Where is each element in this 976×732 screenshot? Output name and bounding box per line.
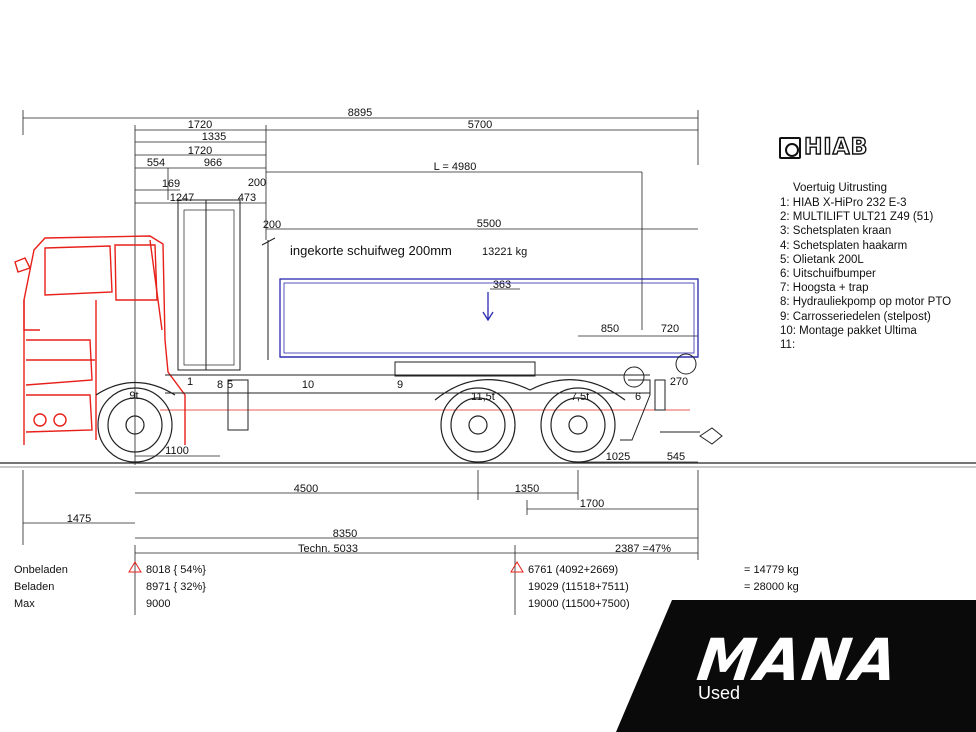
equipment-item: 2: MULTILIFT ULT21 Z49 (51) — [780, 211, 934, 224]
note-text: ingekorte schuifweg 200mm — [290, 243, 452, 258]
marker-5: 5 — [227, 379, 233, 391]
dealer-logo-background — [616, 600, 976, 732]
dim-200a: 200 — [248, 177, 266, 189]
weight-text: 13221 kg — [482, 246, 528, 258]
dim-363: 363 — [493, 279, 511, 291]
dim-techn: Techn. 5033 — [298, 543, 358, 555]
dim-rear-pct: 2387 =47% — [615, 543, 671, 555]
dim-overall: 8895 — [348, 107, 372, 119]
rear-load-max: 19000 (11500+7500) — [528, 598, 630, 610]
dim-720: 720 — [661, 323, 679, 335]
equipment-item: 10: Montage pakket Ultima — [780, 324, 917, 337]
dim-966: 966 — [204, 157, 222, 169]
total-onbeladen: = 14779 kg — [744, 564, 799, 576]
dim-1720b: 1720 — [188, 145, 212, 157]
container-body — [279, 278, 699, 358]
label-rear-axle-1: 11,5t — [471, 391, 495, 403]
load-label-beladen: Beladen — [14, 581, 55, 593]
hiab-logo: HIAB — [779, 134, 869, 161]
dim-8350: 8350 — [333, 528, 357, 540]
equipment-title: Voertuig Uitrusting — [793, 182, 887, 194]
equipment-item: 8: Hydrauliekpomp op motor PTO — [780, 296, 952, 309]
front-load-onbeladen: 8018 { 54%} — [146, 564, 206, 576]
dim-1335: 1335 — [202, 131, 226, 143]
rear-wheel-1 — [440, 387, 516, 463]
marker-8: 8 — [217, 379, 223, 391]
equipment-item: 7: Hoogsta + trap — [780, 282, 869, 295]
rear-load-onbeladen: 6761 (4092+2669) — [528, 564, 619, 576]
front-load-beladen: 8971 { 32%} — [146, 581, 206, 593]
dim-270: 270 — [670, 376, 688, 388]
dim-554: 554 — [147, 157, 165, 169]
dim-1700: 1700 — [580, 498, 604, 510]
hiab-wordmark: HIAB — [803, 134, 869, 160]
marker-9: 9 — [397, 379, 403, 391]
dim-850: 850 — [601, 323, 619, 335]
dim-200b: 200 — [263, 219, 281, 231]
dim-473: 473 — [238, 192, 256, 204]
front-load-max: 9000 — [146, 598, 171, 610]
load-label-max: Max — [14, 598, 35, 610]
hiab-mark-icon — [779, 136, 801, 159]
front-wheel — [97, 387, 173, 463]
label-rear-axle-2: 7,5t — [571, 391, 589, 403]
equipment-list: 1: HIAB X-HiPro 232 E-3 2: MULTILIFT ULT… — [780, 196, 951, 352]
equipment-item: 9: Carrosseriedelen (stelpost) — [780, 310, 931, 323]
dim-container: 5500 — [477, 218, 501, 230]
truck-cab — [14, 235, 186, 445]
chassis — [160, 199, 723, 445]
dim-1247: 1247 — [170, 192, 194, 204]
equipment-item: 3: Schetsplaten kraan — [780, 225, 892, 238]
rear-load-beladen: 19029 (11518+7511) — [528, 581, 629, 593]
equipment-item: 4: Schetsplaten haakarm — [780, 239, 908, 252]
equipment-item: 6: Uitschuifbumper — [780, 268, 876, 281]
marker-1: 1 — [187, 376, 193, 388]
dealer-subtitle: Used — [698, 683, 741, 703]
marker-6: 6 — [635, 391, 641, 403]
bottom-dimension-labels: 1100 1025 545 4500 1350 1700 1475 8350 T… — [67, 445, 685, 555]
equipment-item: 11: — [780, 339, 796, 352]
dim-front-crane: 1720 — [188, 119, 212, 131]
load-label-onbeladen: Onbeladen — [14, 564, 68, 576]
dim-L: L = 4980 — [434, 161, 477, 173]
total-beladen: = 28000 kg — [744, 581, 799, 593]
label-front-axle: 9t — [129, 390, 138, 402]
dim-1100: 1100 — [165, 445, 189, 457]
equipment-item: 5: Olietank 200L — [780, 253, 864, 266]
bottom-dimension-lines — [22, 455, 699, 615]
dim-545: 545 — [667, 451, 685, 463]
dim-1475: 1475 — [67, 513, 91, 525]
top-dimension-labels: 8895 1720 5700 1335 1720 554 966 169 200… — [147, 107, 688, 388]
chassis-labels: 9t 11,5t 7,5t 1 8 5 10 9 6 — [129, 376, 641, 403]
marker-10: 10 — [302, 379, 314, 391]
dim-tandem: 1350 — [515, 483, 539, 495]
dim-wheelbase: 4500 — [294, 483, 318, 495]
equipment-item: 1: HIAB X-HiPro 232 E-3 — [780, 197, 907, 209]
dim-169: 169 — [162, 178, 180, 190]
dim-1025: 1025 — [606, 451, 630, 463]
top-dimension-lines — [22, 110, 699, 465]
dim-body: 5700 — [468, 119, 492, 131]
wheels — [95, 379, 626, 463]
load-markers — [128, 561, 524, 573]
